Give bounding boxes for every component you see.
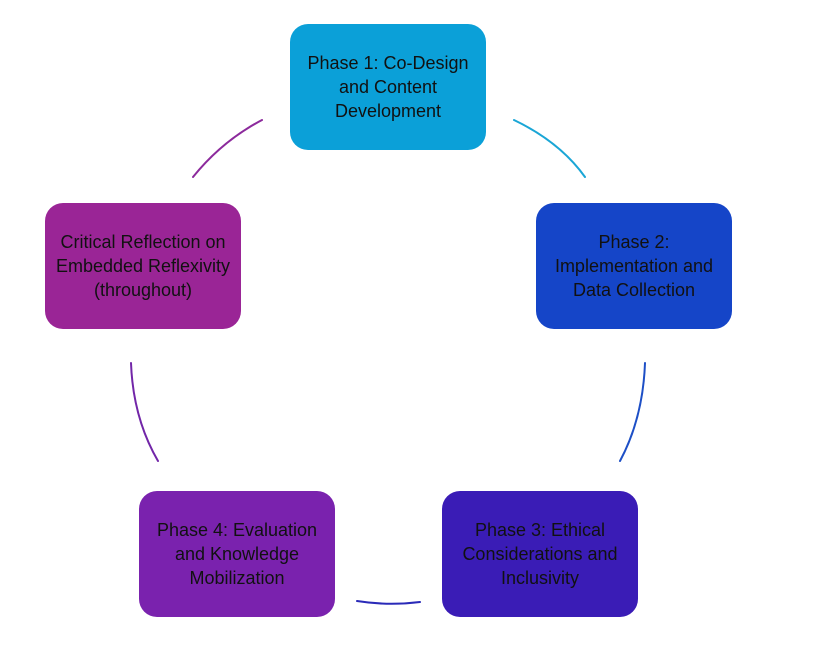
phase-2-node: Phase 2: Implementation and Data Collect… [536, 203, 732, 329]
phase-2-label: Phase 2: Implementation and Data Collect… [554, 232, 714, 300]
connector-p1-p2 [513, 119, 586, 178]
connector-p4-cr [130, 362, 159, 462]
phase-3-node: Phase 3: Ethical Considerations and Incl… [442, 491, 638, 617]
connector-p2-p3 [619, 362, 646, 462]
connector-p3-p4 [356, 600, 421, 605]
phase-4-label: Phase 4: Evaluation and Knowledge Mobili… [156, 520, 318, 588]
phase-4-node: Phase 4: Evaluation and Knowledge Mobili… [139, 491, 335, 617]
critical-reflection-node: Critical Reflection on Embedded Reflexiv… [45, 203, 241, 329]
connector-cr-p1 [192, 119, 263, 178]
phase-1-label: Phase 1: Co-Design and Content Developme… [307, 53, 469, 121]
phase-3-label: Phase 3: Ethical Considerations and Incl… [462, 520, 618, 588]
phase-1-node: Phase 1: Co-Design and Content Developme… [290, 24, 486, 150]
critical-reflection-label: Critical Reflection on Embedded Reflexiv… [55, 232, 231, 300]
